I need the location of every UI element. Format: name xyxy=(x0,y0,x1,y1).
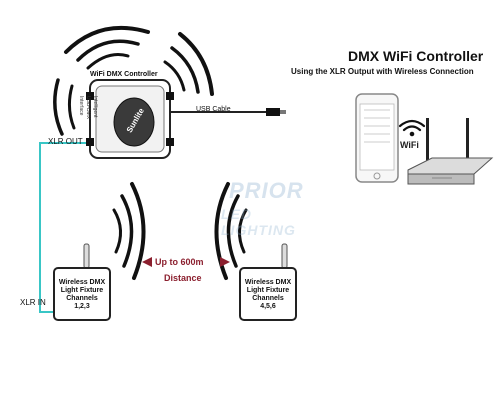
wifi-icon xyxy=(398,119,426,137)
page-subtitle: Using the XLR Output with Wireless Conne… xyxy=(291,67,474,76)
fixture-left-line-1: Wireless DMX xyxy=(58,279,106,286)
router-icon xyxy=(407,118,494,185)
controller-body-line-3: Interface xyxy=(78,96,84,116)
fixture-right-signal-arcs-icon xyxy=(214,182,248,280)
fixture-left-line-4: 1,2,3 xyxy=(74,303,90,310)
fixture-left-line-2: Light Fixture xyxy=(60,287,104,294)
distance-arrow xyxy=(142,257,230,267)
fixture-right-line-3: Channels xyxy=(252,295,284,302)
smartphone-icon xyxy=(355,93,399,183)
controller-label: WiFi DMX Controller xyxy=(90,71,158,78)
fixture-right-line-1: Wireless DMX xyxy=(244,279,292,286)
wifi-dmx-controller xyxy=(86,79,174,159)
fixture-left xyxy=(53,243,111,321)
fixture-right-label: Wireless DMX Light Fixture Channels 4,5,… xyxy=(240,279,296,311)
controller-body-line-2: USB-DMX xyxy=(85,96,91,120)
usb-cable xyxy=(170,108,286,116)
fixture-right xyxy=(239,243,297,321)
distance-range: Up to 600m xyxy=(155,257,204,267)
xlr-in-label: XLR IN xyxy=(20,298,46,307)
usb-cable-label: USB Cable xyxy=(196,106,231,113)
distance-label: Distance xyxy=(164,273,202,283)
watermark: PRIOR LED LIGHTING xyxy=(185,168,325,248)
fixture-left-signal-arcs-icon xyxy=(112,182,146,280)
xlr-cable xyxy=(39,142,92,313)
page-title: DMX WiFi Controller xyxy=(348,48,484,64)
controller-body-line: Intelligent xyxy=(92,96,98,118)
watermark-line1: PRIOR xyxy=(229,178,304,203)
fixture-right-line-2: Light Fixture xyxy=(246,287,290,294)
controller-signal-arcs-icon xyxy=(53,25,214,136)
fixture-left-line-3: Channels xyxy=(66,295,98,302)
wifi-label: WiFi xyxy=(400,140,419,150)
watermark-line2: LED LIGHTING xyxy=(221,206,296,238)
fixture-left-label: Wireless DMX Light Fixture Channels 1,2,… xyxy=(54,279,110,311)
xlr-out-label: XLR OUT xyxy=(48,137,83,146)
fixture-right-line-4: 4,5,6 xyxy=(260,303,276,310)
